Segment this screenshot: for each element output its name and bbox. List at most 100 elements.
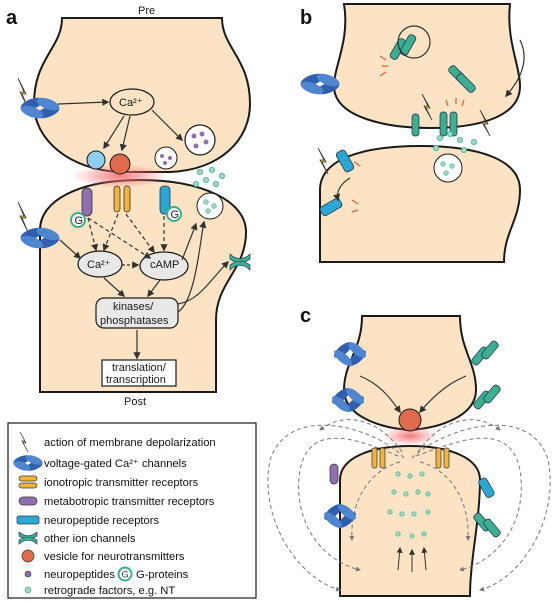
panel-a-label: a (6, 7, 18, 29)
arrow (103, 115, 125, 150)
arrow (87, 217, 99, 252)
ca-post-label: Ca²⁺ (87, 259, 111, 271)
other-ion-channel-icon (473, 512, 501, 538)
pre-label: Pre (138, 5, 155, 17)
legend-item-text: voltage-gated Ca²⁺ channels (44, 458, 187, 470)
legend-item-text: metabotropic transmitter receptors (44, 496, 215, 508)
retrograde-vesicle (196, 192, 224, 220)
panel-c: c (267, 305, 551, 597)
arrow (59, 239, 82, 259)
ionotropic-receptor-icon (18, 475, 38, 489)
arrow (119, 115, 131, 152)
kinases-label-1: kinases/ (113, 301, 154, 313)
panel-b-label: b (300, 7, 312, 29)
kinases-label-2: phosphatases (100, 315, 169, 327)
legend-item-text: vesicle for neurotransmitters (44, 551, 185, 563)
svg-text:G: G (171, 209, 180, 221)
release-glow (382, 426, 438, 446)
other-ion-channel-icon (473, 384, 501, 410)
other-ion-channel-icon (411, 111, 458, 137)
legend-item-text: neuropeptide receptors (44, 515, 159, 527)
other-ion-channel-icon (471, 340, 499, 366)
arrow (505, 39, 525, 98)
vesicle-icon (21, 549, 35, 563)
panel-b: b (300, 3, 525, 263)
arrow (177, 220, 207, 313)
retrograde-factors (432, 130, 477, 153)
arrow (419, 375, 467, 414)
arrow (125, 213, 155, 254)
retrograde-factors (192, 166, 225, 187)
arrow (333, 177, 351, 202)
neuropeptide-receptor-icon (478, 477, 495, 498)
upward-arrows (396, 546, 428, 572)
translation-label-2: transcription (106, 374, 166, 386)
docked-vesicle (86, 150, 106, 170)
retrograde-factor-icon (24, 586, 32, 594)
arrow (151, 109, 184, 142)
legend-item-text: other ion channels (44, 533, 136, 545)
ionotropic-receptor-icon (113, 185, 131, 213)
neuropeptide-vesicle (184, 124, 216, 156)
metabotropic-receptor-icon (329, 463, 339, 485)
other-ion-channel-icon (389, 25, 431, 60)
metabotropic-receptor-icon (18, 496, 38, 506)
neuropeptide-dot-icon (24, 570, 32, 578)
ionotropic-receptor-icon (435, 447, 450, 469)
legend-item-text: action of membrane depolarization (44, 437, 216, 449)
camp-label: cAMP (150, 259, 179, 271)
vesicle-icon (398, 408, 422, 432)
arrow (103, 277, 126, 297)
lightning-icon (19, 431, 29, 453)
svg-text:G: G (75, 215, 84, 227)
retrograde-paths (267, 419, 551, 592)
neuropeptide-receptor-icon (319, 149, 355, 217)
panel-a: a Pre Ca²⁺ (6, 5, 252, 408)
ca-post-node: Ca²⁺ (77, 250, 123, 278)
arrow (177, 260, 230, 305)
panel-c-label: c (300, 305, 311, 327)
voltage-gated-channel-icon (300, 73, 340, 95)
g-protein-icon: G (166, 206, 182, 222)
postsynaptic-spine-b (319, 144, 522, 263)
arrow (359, 375, 401, 414)
ca-pre-label: Ca²⁺ (119, 97, 143, 109)
other-ion-channel-icon (229, 253, 251, 271)
voltage-gated-channel-icon (334, 342, 366, 366)
arrow (87, 217, 152, 259)
lightning-icon (17, 201, 29, 233)
voltage-gated-channel-icon (20, 227, 60, 249)
post-label: Post (124, 396, 146, 408)
legend-box (7, 422, 257, 599)
other-ion-channel-icon (18, 531, 38, 545)
metabotropic-receptor-icon (81, 187, 93, 217)
arrow (57, 98, 110, 106)
ionotropic-receptor-icon (371, 447, 386, 469)
translation-box: translation/ transcription (101, 359, 177, 387)
postsynaptic-spine-c (339, 444, 482, 597)
legend: G action of membrane depolarization volt… (7, 422, 257, 599)
legend-gproteins-text: G-proteins (136, 569, 189, 581)
arrow (181, 222, 198, 261)
neuropeptide-vesicle (154, 146, 178, 170)
voltage-gated-channel-icon (324, 504, 356, 528)
voltage-gated-channel-icon (332, 388, 364, 412)
retrograde-factors (387, 471, 431, 539)
legend-retrograde-text: retrograde factors, e.g. NT (44, 585, 175, 597)
voltage-gated-channel-icon (20, 97, 60, 119)
activation-marks (351, 55, 465, 213)
legend-neuropeptides-text: neuropeptides (44, 569, 115, 581)
lightning-icon (479, 109, 491, 137)
g-protein-icon: G (117, 566, 133, 582)
legend-item-text: ionotropic transmitter receptors (44, 477, 199, 489)
translation-label-1: translation/ (112, 362, 167, 374)
vesicle-icon (109, 153, 131, 175)
kinases-box: kinases/ phosphatases (95, 297, 179, 329)
neuropeptide-receptor-icon (159, 185, 171, 215)
arrow (147, 279, 161, 298)
retrograde-vesicle (433, 153, 463, 183)
lightning-icon (317, 147, 329, 175)
camp-node: cAMP (139, 251, 189, 281)
